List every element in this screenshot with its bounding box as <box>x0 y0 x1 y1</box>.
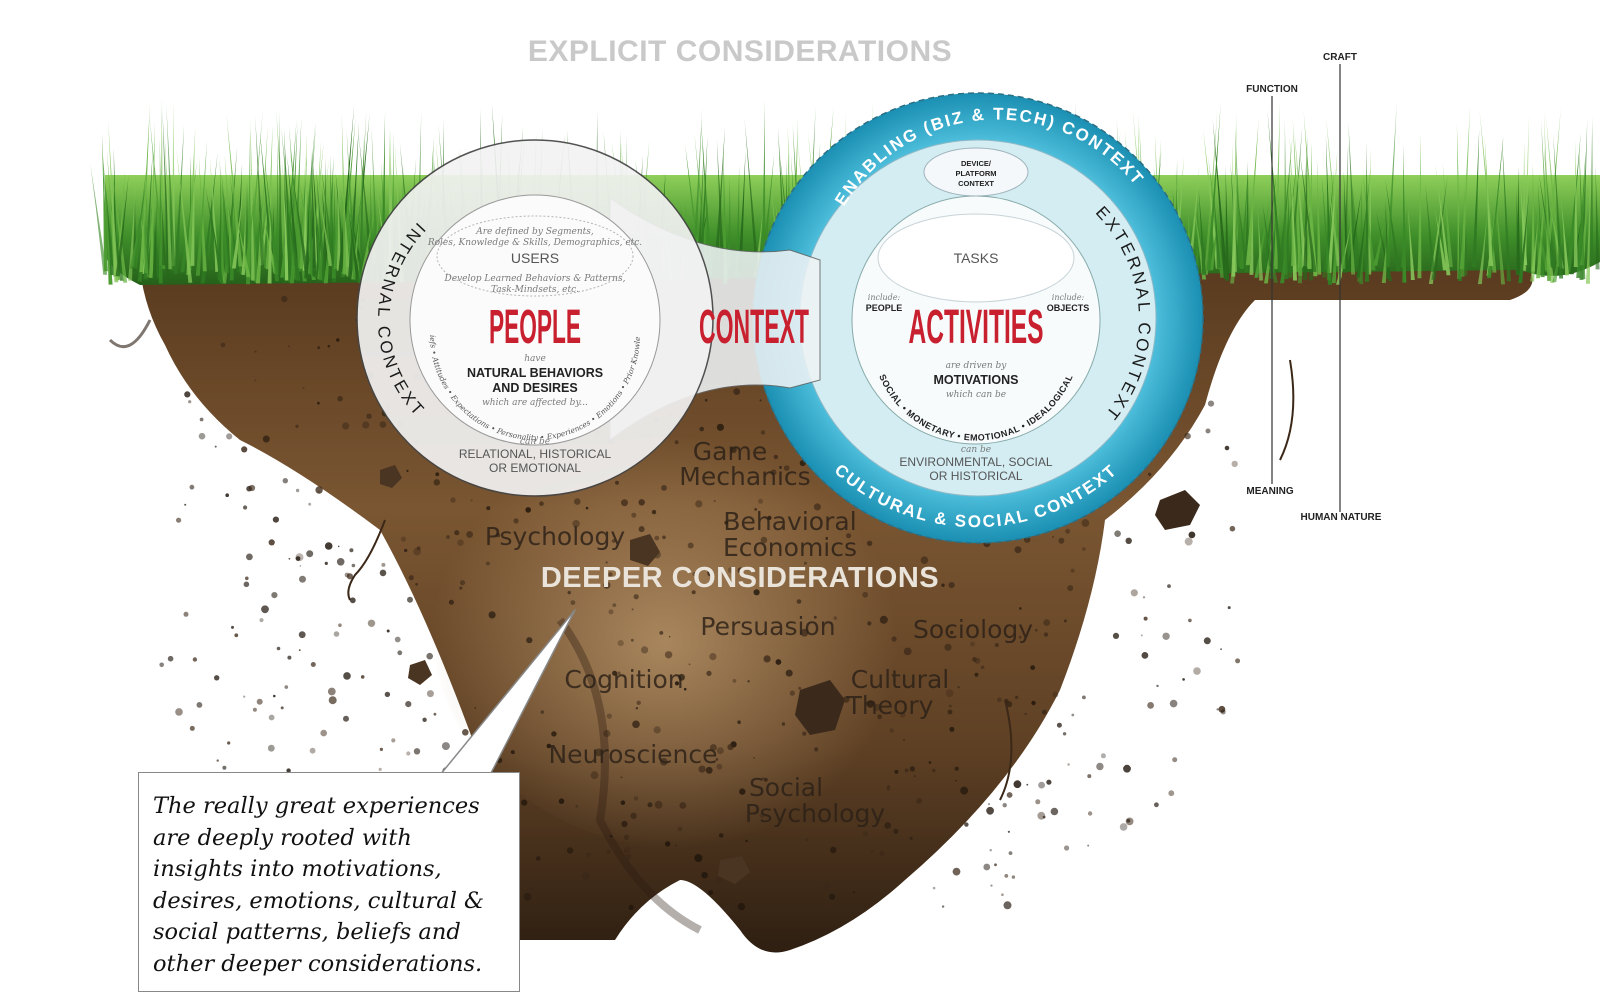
explicit-considerations-heading: EXPLICIT CONSIDERATIONS <box>528 35 952 68</box>
natural-behaviors-2: AND DESIRES <box>492 381 577 395</box>
discipline-psychology: Psychology <box>485 522 625 551</box>
people-types-2: OR EMOTIONAL <box>489 461 581 475</box>
device-context-3: CONTEXT <box>958 179 994 188</box>
discipline-social-psych-2: Psychology <box>745 799 885 828</box>
meaning-label: MEANING <box>1246 486 1293 497</box>
device-context-2: PLATFORM <box>955 169 996 178</box>
discipline-persuasion: Persuasion <box>700 612 835 641</box>
diagram-stage: EXPLICIT CONSIDERATIONS CRAFT FUNCTION M… <box>0 0 1600 971</box>
activities-types-1: ENVIRONMENTAL, SOCIAL <box>899 455 1052 469</box>
callout-box: The really great experiences are deeply … <box>138 772 520 992</box>
include-objects-small: include: <box>1052 293 1085 302</box>
people-develop-1: Develop Learned Behaviors & Patterns, <box>444 274 626 284</box>
natural-behaviors-1: NATURAL BEHAVIORS <box>467 366 603 380</box>
include-people: PEOPLE <box>866 303 903 313</box>
discipline-cultural-1: Cultural <box>851 665 949 694</box>
discipline-cultural-2: Theory <box>846 691 934 720</box>
people-defined-by-2: Roles, Knowledge & Skills, Demographics,… <box>427 238 642 248</box>
activities-can-be: can be <box>961 445 991 455</box>
people-can-be: can be <box>520 437 550 447</box>
users-label: USERS <box>511 250 559 266</box>
function-label: FUNCTION <box>1246 84 1298 95</box>
people-defined-by-1: Are defined by Segments, <box>475 227 594 237</box>
activities-types-2: OR HISTORICAL <box>929 469 1022 483</box>
people-title: PEOPLE <box>489 301 581 354</box>
deeper-considerations-heading: DEEPER CONSIDERATIONS <box>541 562 939 594</box>
discipline-cognition: Cognition <box>564 665 683 694</box>
activities-title: ACTIVITIES <box>909 301 1044 354</box>
callout-text: The really great experiences are deeply … <box>153 791 505 980</box>
activities-driven: are driven by <box>946 361 1008 371</box>
activities-which-can-be: which can be <box>946 390 1006 400</box>
device-context-1: DEVICE/ <box>961 159 992 168</box>
human-nature-label: HUMAN NATURE <box>1301 512 1382 523</box>
discipline-sociology: Sociology <box>913 615 1033 644</box>
discipline-behavioral-1: Behavioral <box>723 507 856 536</box>
people-types-1: RELATIONAL, HISTORICAL <box>459 447 612 461</box>
people-have: have <box>524 354 546 364</box>
people-develop-2: Task-Mindsets, etc. <box>491 285 579 295</box>
context-title: CONTEXT <box>699 301 809 354</box>
people-affected: which are affected by... <box>482 398 588 408</box>
craft-label: CRAFT <box>1323 52 1357 63</box>
motivations-label: MOTIVATIONS <box>934 373 1019 387</box>
discipline-behavioral-2: Economics <box>723 533 857 562</box>
include-objects: OBJECTS <box>1047 303 1090 313</box>
discipline-neuroscience: Neuroscience <box>548 740 717 769</box>
discipline-game-2: Mechanics <box>679 462 810 491</box>
tasks-label: TASKS <box>954 250 999 266</box>
discipline-social-psych-1: Social <box>749 773 823 802</box>
include-people-small: include: <box>868 293 901 302</box>
